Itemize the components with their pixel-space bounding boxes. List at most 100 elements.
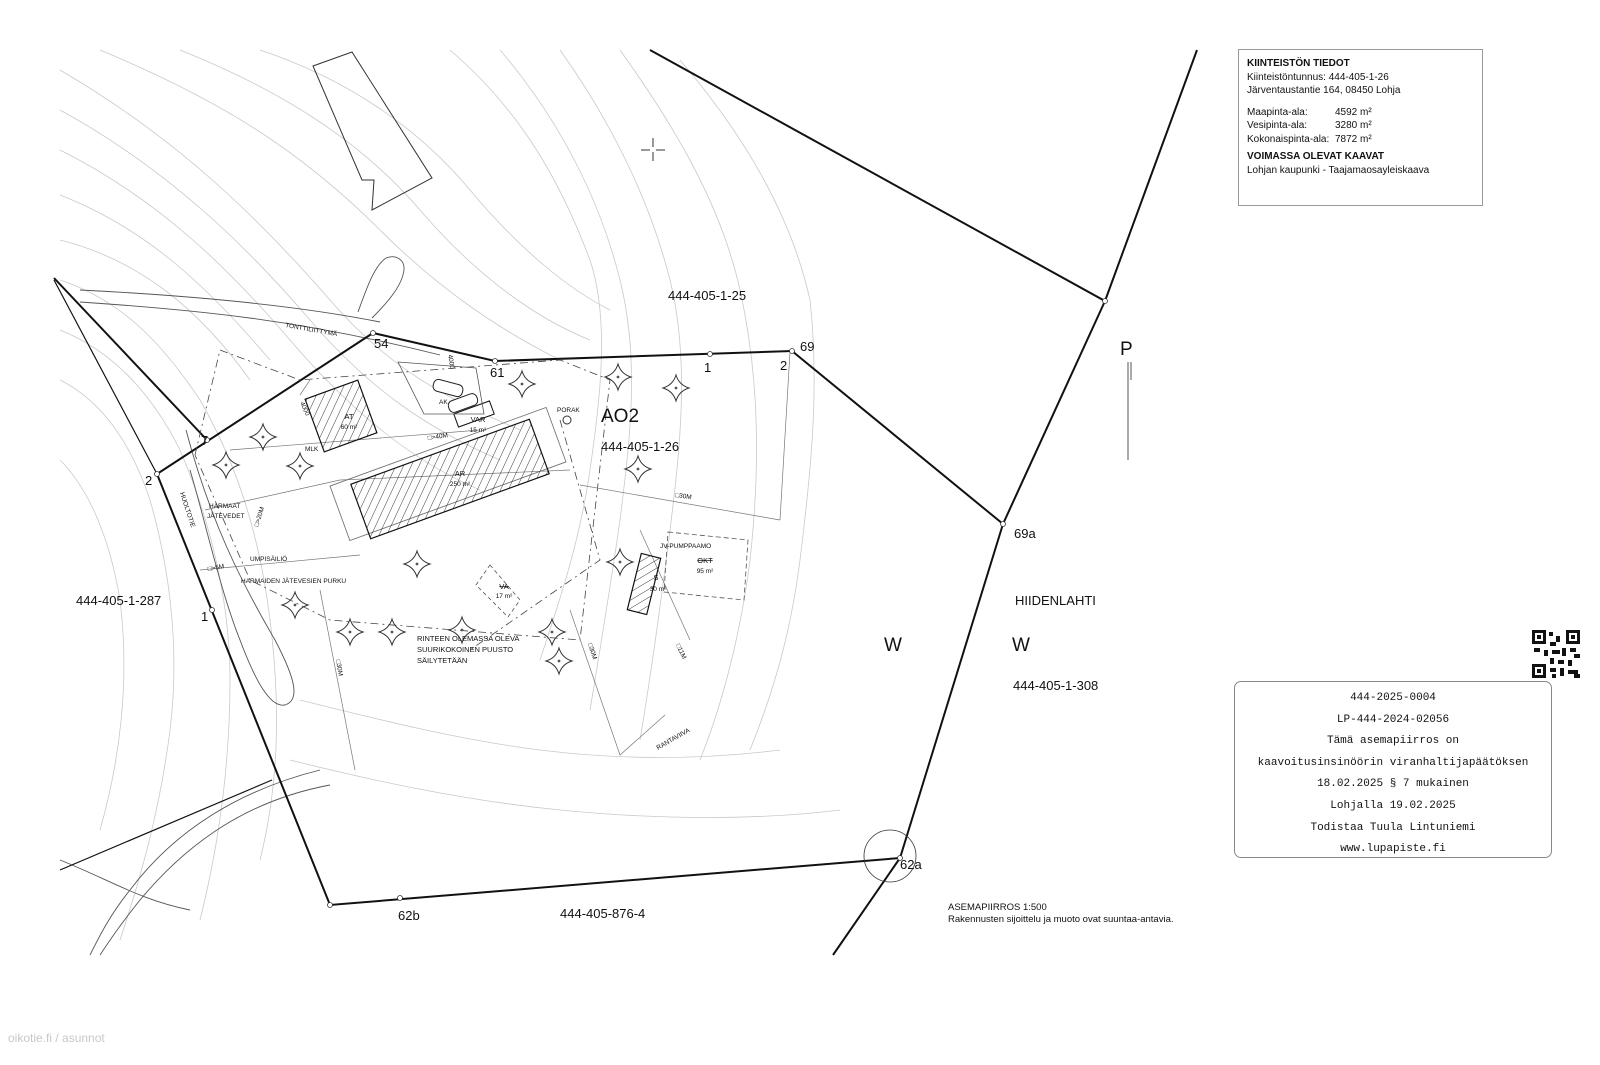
parcel-west-label: 444-405-1-287 [76, 593, 161, 608]
svg-text:69: 69 [800, 339, 814, 354]
parcel-water-label: 444-405-1-308 [1013, 678, 1098, 693]
svg-text:7: 7 [201, 433, 208, 448]
svg-text:□>40M: □>40M [427, 432, 448, 442]
svg-text:1: 1 [201, 609, 208, 624]
stamp-line: 18.02.2025 § 7 mukainen [1317, 778, 1469, 791]
car-icons [432, 378, 479, 413]
building-okt [663, 531, 749, 601]
point-62a-ring [863, 829, 917, 883]
svg-text:2: 2 [780, 358, 787, 373]
svg-text:UMPISÄILIÖ: UMPISÄILIÖ [250, 555, 287, 563]
building-s [626, 552, 662, 616]
svg-text:VAR: VAR [471, 415, 486, 424]
svg-text:54: 54 [374, 336, 388, 351]
svg-text:95 m²: 95 m² [697, 568, 714, 575]
svg-text:61: 61 [490, 365, 504, 380]
svg-text:69a: 69a [1014, 526, 1036, 541]
svg-text:AT: AT [344, 412, 353, 421]
svg-text:MLK: MLK [305, 446, 319, 453]
stamp-line: kaavoitusinsinöörin viranhaltijapäätökse… [1257, 756, 1529, 769]
svg-text:□11M: □11M [674, 643, 687, 661]
point-numbers: 54 61 69 1 2 7 2 1 69a 62a 62b [145, 336, 1036, 923]
info-area-row: Maapinta-ala:4592 m² [1247, 106, 1372, 118]
plans-title: VOIMASSA OLEVAT KAAVAT [1247, 151, 1385, 162]
p-symbol: P [1120, 339, 1133, 460]
svg-text:250 m²: 250 m² [450, 481, 471, 488]
svg-text:62b: 62b [398, 908, 420, 923]
building-labels: AT 60 m² AR 250 m² VAR 15 m² S 30 m² OKT… [341, 412, 714, 600]
svg-text:□>20M: □>20M [253, 506, 266, 528]
svg-text:60 m²: 60 m² [341, 424, 358, 431]
zone-label: AO2 [601, 406, 639, 427]
svg-text:17 m²: 17 m² [496, 593, 513, 600]
svg-text:SÄILYTETÄÄN: SÄILYTETÄÄN [417, 656, 467, 665]
shore-path-label: RANTAVIIVA [656, 727, 692, 752]
building-at [304, 379, 378, 453]
svg-text:S: S [653, 573, 658, 582]
svg-text:4000: 4000 [446, 354, 455, 370]
svg-text:HARMAAT: HARMAAT [209, 503, 240, 510]
svg-text:RINTEEN OLEMASSA OLEVA: RINTEEN OLEMASSA OLEVA [417, 634, 519, 643]
svg-text:JÄTEVEDET: JÄTEVEDET [207, 512, 245, 520]
buildings [304, 361, 749, 618]
lake-label: HIIDENLAHTI [1015, 593, 1096, 608]
svg-text:15 m²: 15 m² [470, 427, 487, 434]
svg-text:HARMAIDEN JÄTEVESIEN PURKU: HARMAIDEN JÄTEVESIEN PURKU [241, 577, 346, 585]
approval-stamp: 444-2025-0004 LP-444-2024-02056 Tämä ase… [1234, 681, 1552, 858]
parking-area [397, 361, 485, 415]
contour-lines [59, 49, 841, 941]
svg-text:□>5M: □>5M [207, 563, 225, 573]
svg-text:PORAK: PORAK [557, 407, 580, 414]
neighbour-building [312, 51, 433, 211]
misc-labels: AK PORAK MLK HARMAAT JÄTEVEDET UMPISÄILI… [207, 399, 711, 665]
svg-text:□30M: □30M [334, 659, 344, 677]
svg-text:□30M: □30M [675, 492, 692, 501]
svg-text:VA: VA [499, 582, 508, 591]
setback-lines [194, 349, 611, 651]
boundary-markers [154, 298, 1108, 908]
scale-label: ASEMAPIIRROS 1:500 [948, 902, 1047, 913]
svg-text:62a: 62a [900, 857, 922, 872]
svg-text:AK: AK [439, 399, 448, 406]
info-title: KIINTEISTÖN TIEDOT [1247, 58, 1350, 69]
info-area-row: Kokonaispinta-ala:7872 m² [1247, 133, 1372, 145]
svg-text:AR: AR [455, 469, 466, 478]
plans-text: Lohjan kaupunki - Taajamaosayleiskaava [1247, 164, 1430, 176]
stamp-line: 444-2025-0004 [1350, 692, 1436, 704]
scale-note: ASEMAPIIRROS 1:500 Rakennusten sijoittel… [948, 902, 1174, 926]
svg-text:□30M: □30M [586, 642, 598, 660]
info-tunnus: Kiinteistöntunnus: 444-405-1-26 [1247, 71, 1389, 83]
parcel-south-label: 444-405-876-4 [560, 906, 645, 921]
parcel-north-label: 444-405-1-25 [668, 288, 746, 303]
well-icon [562, 415, 572, 425]
crosshair-icon [641, 138, 665, 161]
info-area-row: Vesipinta-ala:3280 m² [1247, 120, 1372, 131]
svg-text:JV-PUMPPAAMO: JV-PUMPPAAMO [660, 543, 711, 550]
stamp-link[interactable]: www.lupapiste.fi [1340, 843, 1446, 856]
svg-text:30 m²: 30 m² [650, 586, 667, 593]
water-symbol-1: W [884, 635, 902, 656]
svg-text:1: 1 [704, 360, 711, 375]
watermark-footer: oikotie.fi / asunnot [8, 1031, 105, 1045]
svg-text:SUURIKOKOINEN PUUSTO: SUURIKOKOINEN PUUSTO [417, 645, 513, 654]
svg-text:2: 2 [145, 473, 152, 488]
scale-disclaimer: Rakennusten sijoittelu ja muoto ovat suu… [948, 914, 1174, 925]
building-va [475, 564, 521, 618]
stamp-line: Todistaa Tuula Lintuniemi [1310, 821, 1476, 834]
property-info-box: KIINTEISTÖN TIEDOT Kiinteistöntunnus: 44… [1238, 49, 1483, 206]
svg-text:P: P [1120, 339, 1133, 360]
stamp-line: Tämä asemapiirros on [1326, 735, 1460, 748]
building-ar [350, 418, 550, 540]
info-address: Järventaustantie 164, 08450 Lohja [1247, 85, 1401, 96]
water-symbol-2: W [1012, 635, 1030, 656]
access-road [59, 256, 441, 956]
boundary-thin [53, 279, 158, 475]
stamp-line: Lohjalla 19.02.2025 [1330, 799, 1456, 812]
stamp-line: LP-444-2024-02056 [1336, 713, 1450, 726]
qr-code [1532, 630, 1580, 678]
shoreline-w [59, 779, 273, 871]
road-access-label: TONTTILIITTYMÄ [285, 321, 339, 338]
road-service-label: HUOLTOTIE [178, 491, 196, 529]
parcel-main-label: 444-405-1-26 [601, 439, 679, 454]
